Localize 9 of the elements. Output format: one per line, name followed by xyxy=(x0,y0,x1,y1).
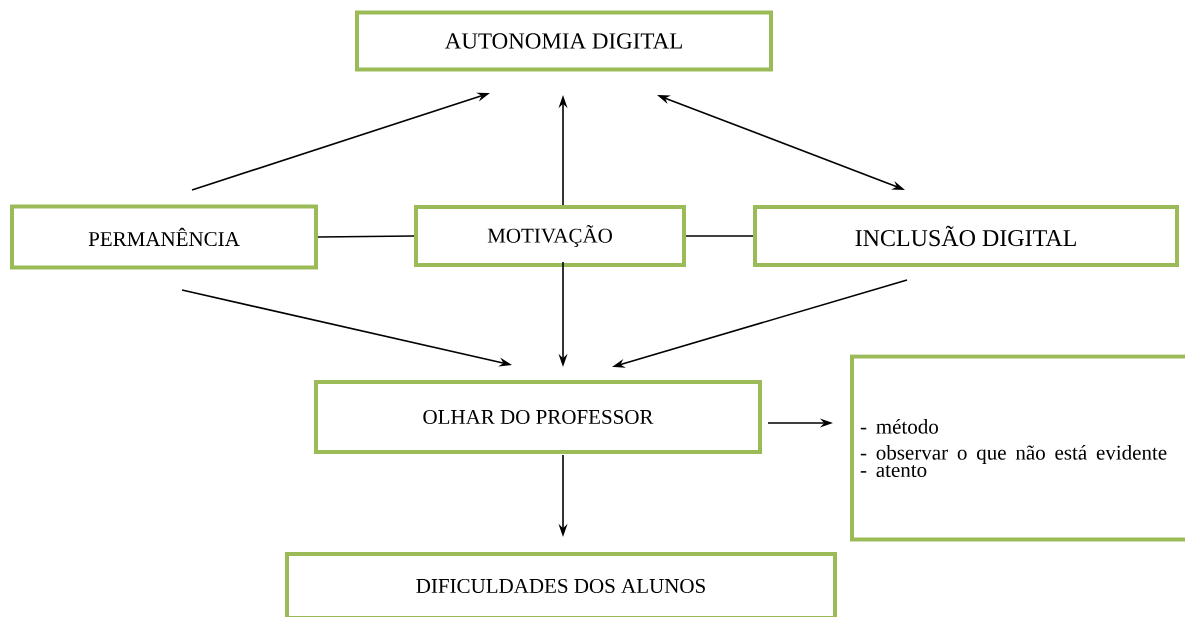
text-box: DIFICULDADES DOS ALUNOS xyxy=(285,552,837,617)
text-box: INCLUSÃO DIGITAL xyxy=(753,205,1179,267)
text-box: MOTIVAÇÃO xyxy=(414,205,686,267)
text-box: OLHAR DO PROFESSOR xyxy=(314,380,762,454)
connector-line xyxy=(317,235,415,238)
connector-line xyxy=(685,235,754,237)
text-box: PERMANÊNCIA xyxy=(10,204,318,270)
list-box: - método - observar o que não está evidente - atento xyxy=(850,354,1185,542)
text-box: AUTONOMIA DIGITAL xyxy=(355,10,773,72)
